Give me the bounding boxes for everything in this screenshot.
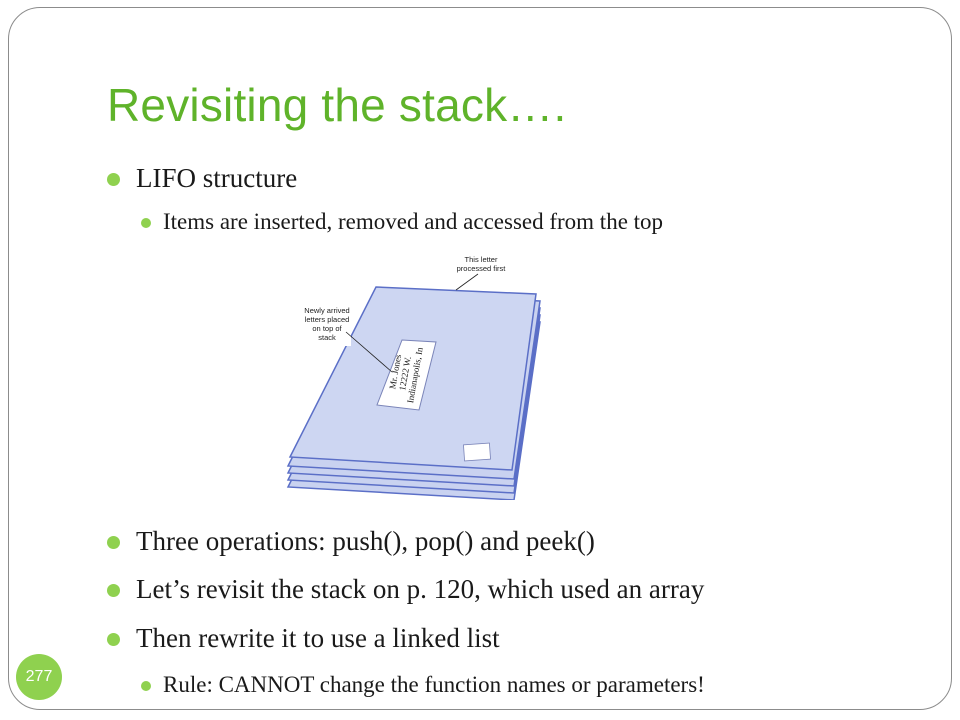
- label-left-line-3: on top of: [312, 324, 342, 333]
- bullet-text: Three operations: push(), pop() and peek…: [136, 526, 595, 556]
- page-number-badge: 277: [16, 654, 62, 700]
- bullet-text: Then rewrite it to use a linked list: [136, 623, 500, 653]
- label-left-line-1: Newly arrived: [304, 306, 349, 315]
- label-top-arrow: [455, 273, 479, 291]
- bullet-operations: Three operations: push(), pop() and peek…: [107, 526, 595, 557]
- label-left: Newly arrived letters placed on top of s…: [303, 305, 393, 373]
- label-top: This letter processed first: [455, 255, 507, 291]
- bullet-dot-icon: [141, 218, 151, 228]
- bullet-text: LIFO structure: [136, 163, 298, 193]
- label-left-bg: [303, 305, 351, 346]
- bullet-text: Items are inserted, removed and accessed…: [163, 209, 664, 234]
- address-label: [376, 339, 437, 411]
- bullet-dot-icon: [107, 173, 120, 186]
- label-top-line-1: This letter: [465, 255, 498, 264]
- bullet-dot-icon: [107, 584, 120, 597]
- label-left-line-2: letters placed: [305, 315, 350, 324]
- bullet-text: Let’s revisit the stack on p. 120, which…: [136, 574, 705, 604]
- bullet-lifo: LIFO structure: [107, 163, 298, 194]
- slide-title: Revisiting the stack….: [107, 79, 567, 131]
- letter-stack-figure: Mr. Jones 12222 W. Indianapolis, In This…: [284, 250, 544, 501]
- stamp-box: [463, 442, 491, 462]
- bullet-text: Rule: CANNOT change the function names o…: [163, 672, 705, 697]
- bullet-dot-icon: [141, 681, 151, 691]
- label-left-arrow: [345, 331, 393, 373]
- bullet-revisit: Let’s revisit the stack on p. 120, which…: [107, 574, 705, 605]
- label-left-line-4: stack: [318, 333, 336, 342]
- bullet-dot-icon: [107, 633, 120, 646]
- letter-stack-illustration: Mr. Jones 12222 W. Indianapolis, In This…: [286, 255, 541, 501]
- bullet-rewrite: Then rewrite it to use a linked list: [107, 623, 500, 654]
- label-top-line-2: processed first: [457, 264, 507, 273]
- bullet-dot-icon: [107, 536, 120, 549]
- sub-bullet-items: Items are inserted, removed and accessed…: [141, 209, 664, 235]
- sub-bullet-rule: Rule: CANNOT change the function names o…: [141, 672, 705, 698]
